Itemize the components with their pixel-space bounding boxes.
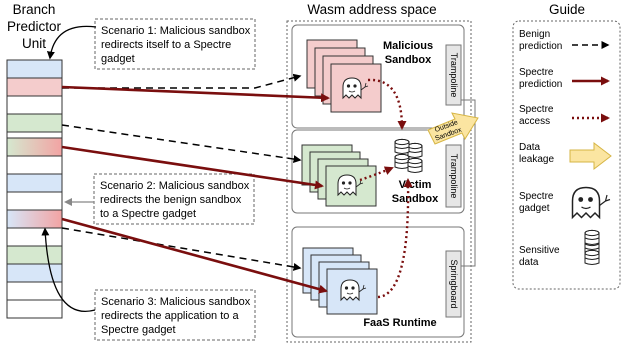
benign-arrow-3: [61, 227, 302, 271]
spectre-access-arrow-3: [377, 178, 413, 299]
trampoline-mid-label: Trampoline: [449, 154, 459, 199]
malicious-sandbox-title-1: Malicious: [383, 40, 433, 52]
victim-sandbox-title-1: Victim: [399, 179, 432, 191]
scenario-3-box: Scenario 3: Malicious sandbox redirects …: [94, 289, 256, 341]
scenario-2-line-2: redirects the benign sandbox: [100, 194, 242, 206]
database-icon: [584, 229, 600, 265]
guide-panel: [512, 20, 621, 290]
trampoline-top-label: Trampoline: [449, 53, 459, 98]
trampoline-top: [445, 44, 462, 106]
guide-benign-line-2: prediction: [519, 41, 562, 52]
spectre-access-arrow-1: [367, 78, 407, 130]
wasm-title: Wasm address space: [307, 2, 436, 17]
scenario-2-line-3: to a Spectre gadget: [100, 208, 196, 220]
runtime-connector-line: [461, 99, 476, 267]
guide-spectre-pred-line-1: Spectre: [519, 67, 554, 78]
guide-leakage-line-1: Data: [519, 142, 541, 153]
spectre-arrow-2: [61, 145, 324, 190]
spectre-arrow-3: [61, 217, 328, 294]
guide-leakage-line-2: leakage: [519, 154, 554, 165]
guide-spectre-access-line-2: access: [519, 116, 550, 127]
benign-arrow-2: [61, 124, 302, 164]
scenario-1-pointer-arrow: [46, 25, 97, 60]
hollow-yellow-arrow-icon: [569, 141, 612, 171]
guide-gadget-line-2: gadget: [519, 203, 550, 214]
victim-sandbox-title-2: Sandbox: [392, 193, 439, 205]
scenario-3-line-2: redirects the application to a: [101, 310, 239, 322]
benign-arrow-1: [62, 73, 302, 89]
scenario-1-line-3: gadget: [101, 53, 135, 65]
scenario-2-box: Scenario 2: Malicious sandbox redirects …: [93, 173, 255, 225]
faas-runtime-title: FaaS Runtime: [363, 317, 436, 329]
bpu-title-line-1: Branch: [13, 2, 56, 17]
guide-data-line-2: data: [519, 257, 539, 268]
malicious-sandbox-title-2: Sandbox: [385, 54, 432, 66]
springboard-label: Springboard: [449, 259, 459, 308]
trampoline-mid: [445, 144, 462, 208]
guide-data-line-1: Sensitive: [519, 245, 560, 256]
scenario-1-line-1: Scenario 1: Malicious sandbox: [101, 25, 251, 37]
branch-predictor-table: [6, 59, 63, 319]
sensitive-data-icon: [394, 138, 423, 173]
bpu-title-line-3: Unit: [22, 36, 46, 51]
bpu-title-line-2: Predictor: [7, 19, 62, 34]
guide-benign-line-1: Benign: [519, 29, 550, 40]
scenario-1-line-2: redirects itself to a Spectre: [101, 39, 231, 51]
scenario-2-line-1: Scenario 2: Malicious sandbox: [100, 180, 250, 192]
guide-title: Guide: [549, 2, 585, 17]
spectre-access-arrow-2: [359, 166, 394, 182]
guide-spectre-pred-line-2: prediction: [519, 79, 562, 90]
guide-gadget-line-1: Spectre: [519, 191, 554, 202]
guide-spectre-access-line-1: Spectre: [519, 104, 554, 115]
scenario-3-pointer-arrow: [41, 227, 96, 312]
spectre-arrow-1: [61, 85, 330, 103]
springboard: [445, 250, 462, 318]
scenario-3-line-3: Spectre gadget: [101, 324, 176, 336]
scenario-1-box: Scenario 1: Malicious sandbox redirects …: [94, 18, 256, 70]
scenario-3-line-1: Scenario 3: Malicious sandbox: [101, 296, 251, 308]
